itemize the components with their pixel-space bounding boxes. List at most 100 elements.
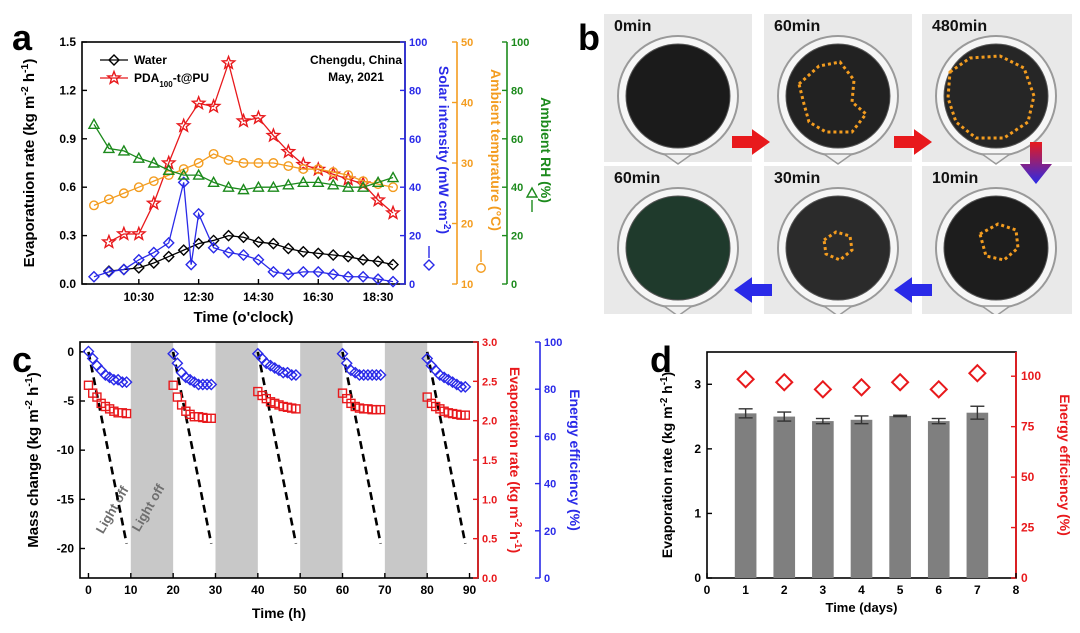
right-axis-tick-label: 2.0	[482, 416, 497, 428]
x-axis-label: Time (o'clock)	[194, 309, 294, 326]
data-point-water	[147, 257, 160, 270]
axis-label-part: -2	[23, 400, 35, 409]
x-tick-label: 90	[463, 583, 477, 597]
axis-label-part: h	[21, 73, 38, 86]
x-tick-label: 5	[897, 583, 904, 597]
bar	[966, 412, 989, 578]
beaker-content	[944, 44, 1048, 148]
dark-interval	[300, 342, 343, 578]
mass-change-line	[425, 351, 467, 544]
right-axis-tick-label: 3.0	[482, 337, 497, 349]
x-tick-label: 8	[1013, 583, 1020, 597]
data-point-pda	[370, 191, 387, 207]
data-point-temperature	[223, 155, 234, 165]
y-tick-label: -5	[63, 394, 74, 408]
beaker-content	[944, 196, 1048, 300]
efficiency-point	[167, 347, 180, 360]
data-point-water	[312, 247, 325, 260]
legend-label-part: PDA	[134, 71, 160, 85]
axis-label-part: h	[507, 527, 523, 539]
data-point-temperature	[388, 182, 398, 193]
beaker-spout	[821, 153, 855, 165]
beaker-inner-edge	[625, 43, 731, 149]
data-point-solar	[192, 207, 205, 220]
axis-label-part: )	[25, 372, 42, 377]
photo-label: 0min	[614, 18, 652, 35]
data-point-solar	[387, 275, 400, 288]
x-axis-label: Time (days)	[825, 600, 897, 615]
data-point-water	[192, 237, 205, 250]
right-axis-tick-label: 2.5	[482, 376, 497, 388]
photo-label: 480min	[932, 18, 988, 35]
right-axis-tick-label: 0.0	[482, 573, 497, 585]
efficiency-point	[736, 369, 756, 389]
arrow-red-right	[732, 129, 770, 155]
axis-label-part: Energy efficiency (%)	[567, 389, 583, 531]
data-point-rh	[162, 163, 175, 175]
data-point-solar	[237, 248, 250, 261]
arrow-blue-left	[894, 277, 932, 303]
efficiency-point	[196, 378, 209, 391]
data-point-solar	[252, 253, 265, 266]
efficiency-point	[340, 357, 353, 370]
beaker-content	[626, 196, 730, 300]
data-point-pda	[250, 109, 267, 125]
dark-interval	[384, 342, 428, 578]
x-tick-label: 7	[974, 583, 981, 597]
right-axis-tick-label: 30	[461, 158, 473, 170]
series-line-pda	[108, 60, 394, 243]
right-axis-tick-label: 50	[461, 37, 473, 49]
efficiency-point	[192, 378, 205, 391]
axis-label-part: -1	[513, 540, 524, 549]
y-tick-label: -15	[57, 492, 75, 506]
data-point-temperature	[118, 188, 129, 199]
axis-label-part: )	[507, 548, 523, 553]
right-axis-label-efficiency: Energy efficiency (%)	[1057, 394, 1073, 536]
arrow-red-right	[894, 129, 932, 155]
data-point-rh	[147, 156, 160, 168]
data-point-solar	[87, 270, 100, 283]
data-point-solar	[102, 265, 115, 278]
x-tick-label: 80	[421, 583, 435, 597]
right-axis-tick-label: 1.0	[482, 494, 497, 506]
data-point-pda	[145, 194, 162, 211]
temp-axis-marker	[476, 263, 486, 273]
data-point-temperature	[103, 194, 114, 205]
efficiency-point	[357, 369, 370, 382]
beaker	[935, 187, 1057, 314]
beaker	[777, 35, 899, 165]
data-point-water	[267, 237, 280, 250]
bar	[773, 416, 796, 578]
beaker-spout	[661, 153, 695, 165]
efficiency-point	[890, 372, 910, 392]
data-point-water	[252, 236, 265, 249]
beaker	[617, 187, 739, 314]
right-axis-tick-label: 20	[511, 231, 523, 243]
y-tick-label: 0.9	[59, 132, 76, 146]
y-tick-label: 2	[694, 442, 701, 456]
data-point-water	[132, 261, 145, 274]
efficiency-point	[852, 377, 871, 397]
beaker	[617, 35, 739, 165]
data-point-pda	[205, 98, 222, 114]
data-point-pda	[130, 225, 147, 241]
right-axis-tick-label: 60	[511, 134, 523, 146]
data-point-water	[297, 245, 310, 258]
efficiency-point	[455, 380, 468, 393]
data-point-solar	[207, 241, 220, 254]
efficiency-point	[277, 366, 290, 379]
axis-label-part: Ambient RH (%)	[538, 97, 554, 203]
right-axis-tick-label: 20	[409, 231, 421, 243]
efficiency-point	[370, 369, 383, 382]
data-point-temperature	[283, 161, 294, 171]
dark-interval	[215, 342, 258, 578]
evaporation-point	[172, 392, 183, 402]
y-tick-label: -10	[57, 443, 75, 457]
solar-axis-marker	[423, 259, 435, 271]
x-tick-label: 6	[935, 583, 942, 597]
right-axis-tick-label: 25	[1021, 521, 1035, 535]
axis-label-part: Evaporatuion rate (kg m	[21, 96, 38, 268]
right-axis-tick-label: 40	[461, 98, 473, 110]
beaker	[777, 187, 899, 314]
efficiency-point	[774, 372, 794, 392]
